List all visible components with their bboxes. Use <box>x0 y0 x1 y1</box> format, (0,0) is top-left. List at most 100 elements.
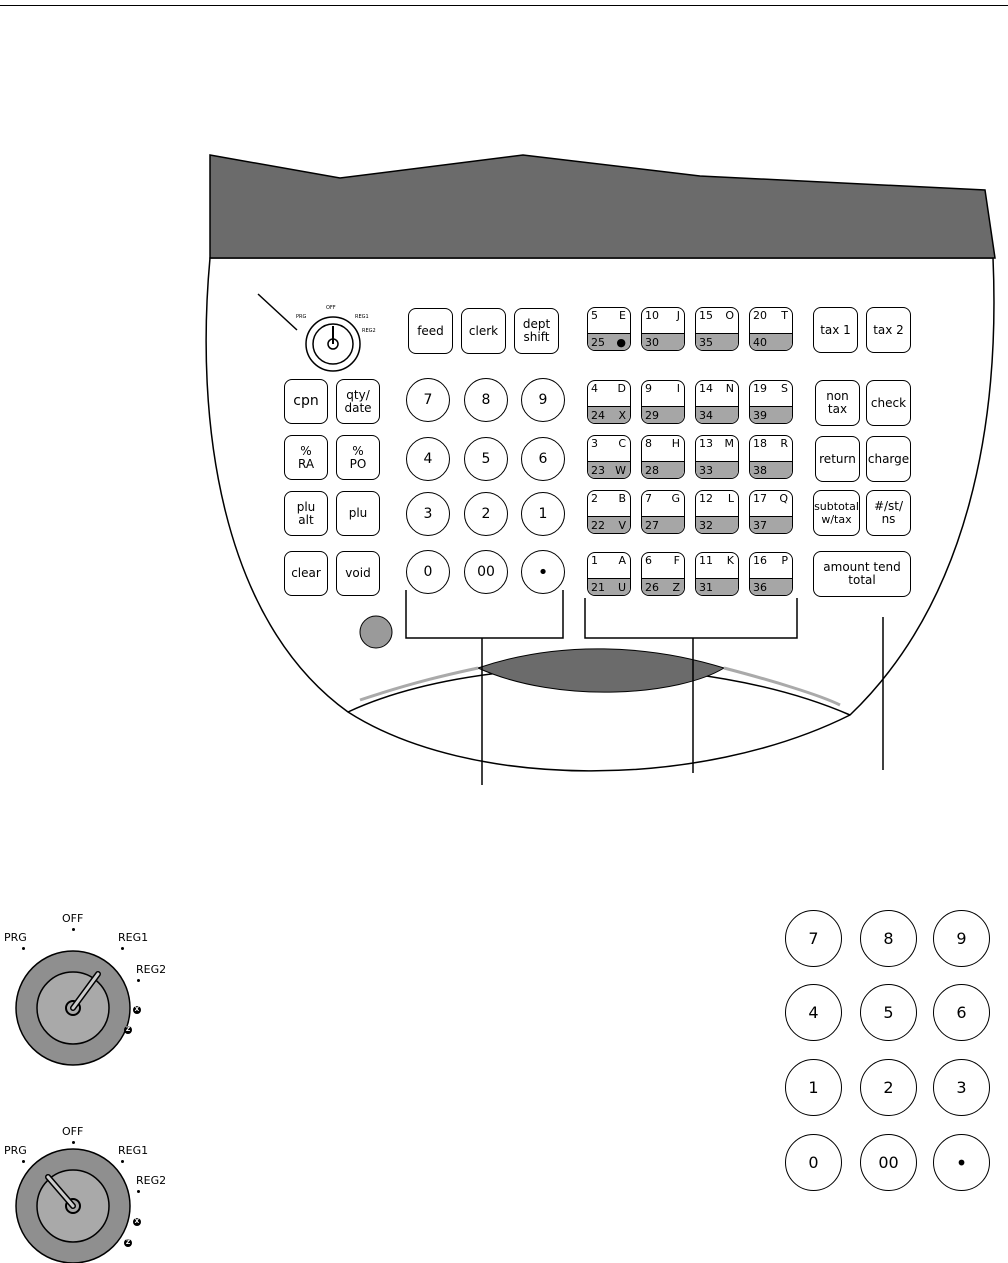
department-shift-letter: ● <box>616 336 626 349</box>
numeric-key[interactable]: 6 <box>521 437 565 481</box>
large-decimal-key[interactable]: • <box>933 1134 990 1191</box>
department-shift-area: 29 <box>642 406 684 423</box>
plu-alt-key[interactable]: plu alt <box>284 491 328 536</box>
numeric-key[interactable]: 7 <box>406 378 450 422</box>
mode-label-prg: PRG <box>4 931 27 944</box>
department-shift-letter: W <box>615 464 626 477</box>
numeric-key[interactable]: 5 <box>464 437 508 481</box>
tax2-key[interactable]: tax 2 <box>866 307 911 353</box>
department-shift-number: 40 <box>753 336 767 349</box>
department-letter: Q <box>779 492 788 505</box>
numeric-key[interactable]: 8 <box>464 378 508 422</box>
large-numeric-key[interactable]: 00 <box>860 1134 917 1191</box>
numeric-key[interactable]: 0 <box>406 550 450 594</box>
decimal-key[interactable]: • <box>521 550 565 594</box>
large-numeric-key[interactable]: 6 <box>933 984 990 1041</box>
non-tax-key[interactable]: non tax <box>815 380 860 426</box>
large-numeric-key[interactable]: 4 <box>785 984 842 1041</box>
large-numeric-key[interactable]: 2 <box>860 1059 917 1116</box>
department-letter: I <box>676 382 680 395</box>
mode-label-x: X <box>133 1006 141 1014</box>
large-numeric-key[interactable]: 3 <box>933 1059 990 1116</box>
mode-switch-large-prg <box>15 1148 131 1263</box>
numeric-key[interactable]: 4 <box>406 437 450 481</box>
department-letter: A <box>618 554 626 567</box>
amount-tend-total-key[interactable]: amount tend total <box>813 551 911 597</box>
numeric-key[interactable]: 1 <box>521 492 565 536</box>
mode-label-x: X <box>133 1218 141 1226</box>
numeric-key[interactable]: 9 <box>521 378 565 422</box>
large-numeric-key[interactable]: 9 <box>933 910 990 967</box>
return-key[interactable]: return <box>815 436 860 482</box>
mode-label-reg1: REG1 <box>118 1144 149 1157</box>
clear-key[interactable]: clear <box>284 551 328 596</box>
subtotal-key[interactable]: subtotal w/tax <box>813 490 860 536</box>
percent-ra-key[interactable]: % RA <box>284 435 328 480</box>
department-letter: E <box>619 309 626 322</box>
tax1-key[interactable]: tax 1 <box>813 307 858 353</box>
percent-po-key[interactable]: % PO <box>336 435 380 480</box>
department-number: 17 <box>753 492 767 505</box>
void-key[interactable]: void <box>336 551 380 596</box>
cpn-key[interactable]: cpn <box>284 379 328 424</box>
department-shift-number: 22 <box>591 519 605 532</box>
numeric-key[interactable]: 2 <box>464 492 508 536</box>
mode-dot <box>72 1141 75 1144</box>
clerk-key[interactable]: clerk <box>461 308 506 354</box>
qty-date-key[interactable]: qty/ date <box>336 379 380 424</box>
charge-key[interactable]: charge <box>866 436 911 482</box>
st-ns-key[interactable]: #/st/ ns <box>866 490 911 536</box>
department-shift-number: 35 <box>699 336 713 349</box>
mode-label-reg2: REG2 <box>136 1174 167 1187</box>
large-numeric-key[interactable]: 8 <box>860 910 917 967</box>
department-shift-area: 39 <box>750 406 792 423</box>
department-shift-number: 25 <box>591 336 605 349</box>
numeric-key[interactable]: 00 <box>464 550 508 594</box>
mode-label-z: Z <box>124 1026 132 1034</box>
department-number: 8 <box>645 437 652 450</box>
display-housing <box>209 154 996 259</box>
department-shift-area: 30 <box>642 333 684 350</box>
large-numeric-key[interactable]: 0 <box>785 1134 842 1191</box>
numeric-key[interactable]: 3 <box>406 492 450 536</box>
department-number: 1 <box>591 554 598 567</box>
department-number: 12 <box>699 492 713 505</box>
department-number: 20 <box>753 309 767 322</box>
department-shift-number: 34 <box>699 409 713 422</box>
department-shift-letter: Z <box>672 581 680 594</box>
round-button <box>359 615 393 649</box>
large-numeric-key[interactable]: 5 <box>860 984 917 1041</box>
check-key[interactable]: check <box>866 380 911 426</box>
department-letter: R <box>780 437 788 450</box>
large-numeric-key[interactable]: 1 <box>785 1059 842 1116</box>
large-numeric-key[interactable]: 7 <box>785 910 842 967</box>
feed-key[interactable]: feed <box>408 308 453 354</box>
dept-shift-key[interactable]: dept shift <box>514 308 559 354</box>
plu-key[interactable]: plu <box>336 491 380 536</box>
department-shift-area: 33 <box>696 461 738 478</box>
